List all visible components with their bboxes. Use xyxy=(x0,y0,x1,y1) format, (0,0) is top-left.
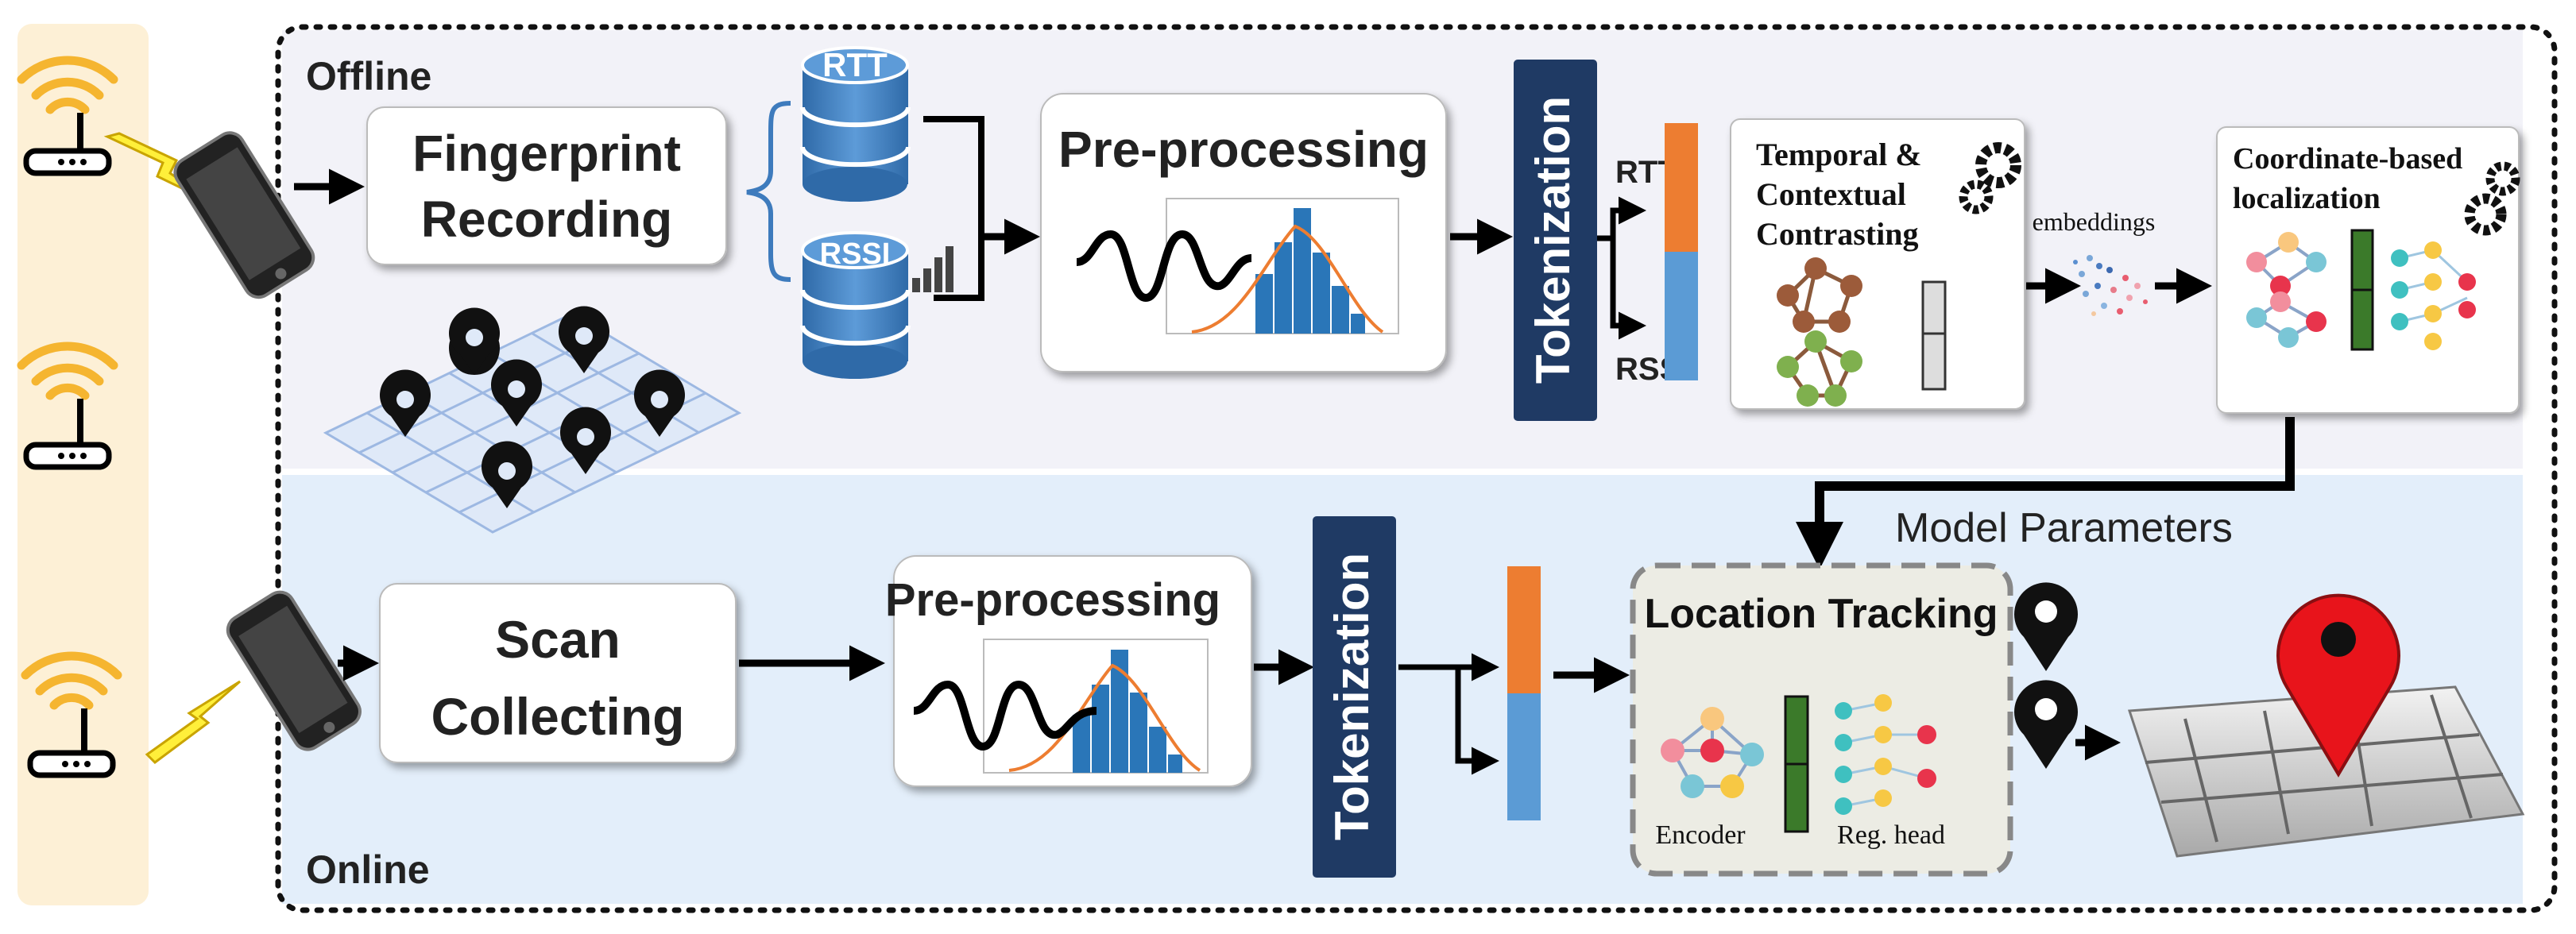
map-icon xyxy=(2127,685,2525,858)
database-icon xyxy=(800,231,911,379)
localization-label-2: localization xyxy=(2233,182,2381,215)
location-pin-icon xyxy=(633,369,685,437)
access-point-2 xyxy=(17,342,118,470)
rssi-token xyxy=(1665,252,1698,380)
contrasting-box xyxy=(1730,118,2025,410)
histogram-plot-online xyxy=(913,639,1209,774)
embedding-bar xyxy=(1921,280,1947,391)
location-pin-icon xyxy=(2014,582,2078,671)
regression-head-icon xyxy=(2391,241,2476,350)
embeddings-label: embeddings xyxy=(2033,207,2156,236)
contrasting-label-2: Contextual xyxy=(1756,176,1906,212)
router-icon xyxy=(23,113,112,176)
location-pin-icon xyxy=(380,369,431,437)
model-parameters-label: Model Parameters xyxy=(1895,505,2233,551)
signal-wave xyxy=(913,680,1097,751)
tokenization-box-online xyxy=(1313,516,1396,878)
db-rtt-label: RTT xyxy=(822,46,888,83)
gear-icon xyxy=(2464,193,2507,236)
map-pin-icon xyxy=(2276,593,2400,778)
tokenization-box-offline xyxy=(1514,60,1597,421)
preprocessing-title-offline: Pre-processing xyxy=(1058,121,1429,178)
signal-bars-icon xyxy=(912,246,953,292)
token-split-line-online-2 xyxy=(1455,667,1499,775)
contrasting-label-3: Contrasting xyxy=(1756,216,1918,252)
rtt-token-online xyxy=(1507,566,1541,693)
access-point-1 xyxy=(17,56,118,176)
gear-icon xyxy=(1975,142,2021,188)
localization-label-1: Coordinate-based xyxy=(2233,142,2462,176)
histogram-plot-offline xyxy=(1076,198,1399,334)
lightning-icon xyxy=(145,680,241,764)
system-boundary xyxy=(275,24,2558,913)
graph-network-icon xyxy=(1777,257,1862,407)
location-pin-icon xyxy=(482,441,532,508)
location-pin-icon xyxy=(2014,680,2078,769)
location-pin-icon xyxy=(491,359,542,426)
scan-label-1: Scan xyxy=(495,610,621,669)
offline-label: Offline xyxy=(306,54,431,98)
fingerprint-label-2: Recording xyxy=(421,191,672,248)
fingerprint-recording-box xyxy=(366,106,727,265)
tokenization-label-offline: Tokenization xyxy=(1526,96,1580,384)
gear-icon xyxy=(1959,179,1994,214)
rssi-token-online xyxy=(1507,693,1541,820)
encoder-graph-icon xyxy=(2246,232,2327,348)
wifi-icon xyxy=(17,56,118,114)
contrasting-label-1: Temporal & xyxy=(1756,137,1922,172)
database-icon xyxy=(800,46,911,202)
wifi-icon xyxy=(17,342,118,400)
location-pin-icon xyxy=(559,306,609,373)
scan-label-2: Collecting xyxy=(431,687,684,746)
location-pin-icon xyxy=(560,407,611,474)
smartphone-icon xyxy=(226,590,362,751)
tokenization-label-online: Tokenization xyxy=(1325,553,1379,840)
gear-icon xyxy=(2485,161,2520,196)
wifi-icon xyxy=(21,651,122,710)
brace xyxy=(746,101,791,282)
db-rssi-label: RSSI xyxy=(820,237,891,271)
model-parameters-line xyxy=(1796,417,2295,569)
token-split-line-offline xyxy=(1597,196,1646,241)
rtt-token xyxy=(1665,123,1698,252)
scan-collecting-box xyxy=(379,583,737,763)
regression-head-icon-online xyxy=(1835,694,1936,815)
token-split-line-offline-2 xyxy=(1610,238,1646,340)
db-merge-line xyxy=(923,116,984,301)
router-icon xyxy=(27,708,116,778)
location-pin-icon xyxy=(448,307,500,375)
encoder-label: Encoder xyxy=(1655,820,1746,850)
embedding-scatter xyxy=(2073,255,2148,316)
online-label: Online xyxy=(306,847,430,892)
smartphone-icon xyxy=(173,131,315,299)
location-tracking-title: Location Tracking xyxy=(1645,591,1998,637)
encoder-graph-icon-online xyxy=(1661,707,1764,798)
fingerprint-label-1: Fingerprint xyxy=(412,125,681,182)
preprocessing-title-online: Pre-processing xyxy=(885,574,1220,626)
signal-wave xyxy=(1076,230,1252,303)
reg-head-label: Reg. head xyxy=(1837,820,1945,850)
access-point-3 xyxy=(21,651,122,778)
router-icon xyxy=(23,399,112,470)
